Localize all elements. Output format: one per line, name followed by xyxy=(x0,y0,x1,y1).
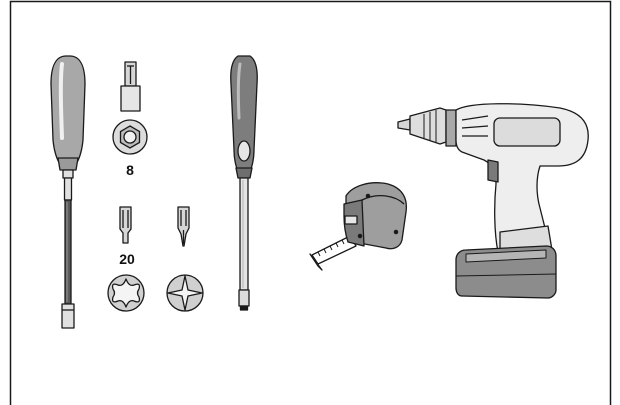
phillips-bit-icon xyxy=(177,206,190,247)
torx-bit-size-label: 20 xyxy=(119,251,135,267)
phillips-bit-end-view-icon xyxy=(166,274,204,312)
hex-socket-bit-icon xyxy=(120,61,141,112)
hex-socket-size-label: 8 xyxy=(126,162,134,178)
torx-bit-icon xyxy=(119,206,132,244)
hex-socket-end-view-icon xyxy=(112,119,148,155)
torx-bit-end-view-icon xyxy=(107,274,145,312)
cordless-drill-icon xyxy=(397,103,589,299)
flathead-screwdriver-icon xyxy=(230,55,258,311)
flexible-shaft-screwdriver-icon xyxy=(50,55,86,329)
tape-measure-icon xyxy=(309,182,408,271)
